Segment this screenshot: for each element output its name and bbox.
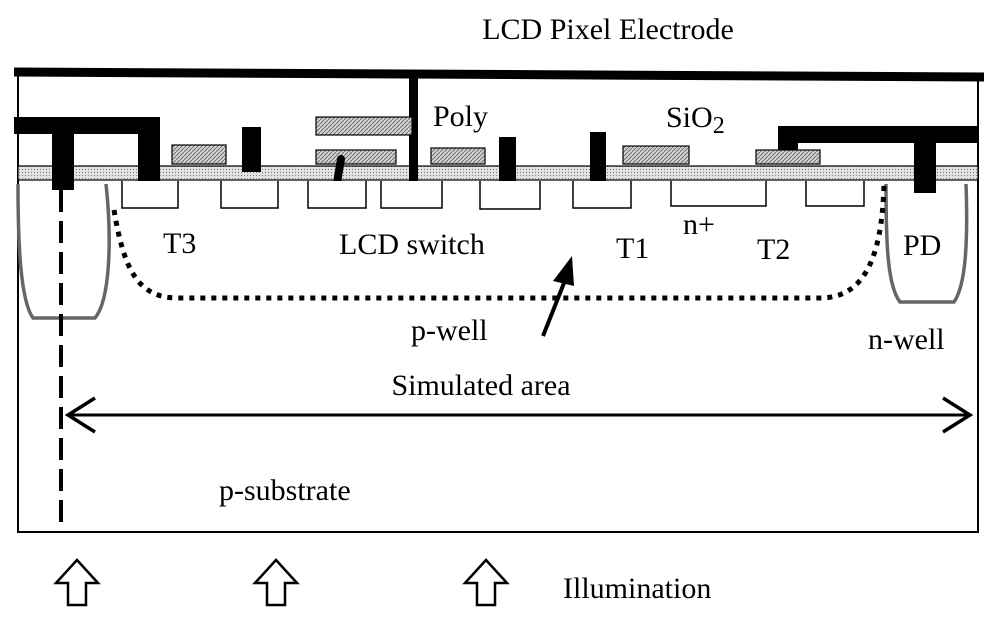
diffusion-5	[479, 181, 541, 210]
diffusion-2	[220, 181, 279, 209]
poly-gate-lcd-switch	[430, 147, 486, 165]
diffusion-1	[121, 181, 179, 209]
label-n-plus: n+	[683, 208, 715, 241]
right-metal-contact	[778, 126, 978, 193]
n-plus-diffusion	[670, 181, 767, 207]
diffusion-4	[380, 181, 443, 209]
label-p-well: p-well	[411, 314, 488, 347]
illumination-arrow-2	[252, 558, 300, 607]
label-poly: Poly	[433, 100, 488, 133]
illumination-arrow-3	[462, 558, 510, 607]
label-sio2-base: SiO	[666, 101, 713, 134]
poly-gate-t3	[171, 144, 227, 165]
label-sio2: SiO2	[666, 101, 725, 139]
oxide-layer	[17, 165, 979, 181]
metal-contact-1	[242, 127, 261, 172]
simulated-area-left-head	[64, 396, 96, 434]
label-illumination: Illumination	[563, 572, 711, 605]
poly-upper-plate	[315, 116, 413, 136]
p-well-pointer-arrowhead	[553, 256, 574, 286]
label-p-substrate: p-substrate	[219, 474, 351, 507]
poly-gate-t2	[755, 149, 821, 165]
p-well-boundary	[111, 183, 887, 301]
poly-lower-plate	[315, 149, 397, 165]
diffusion-8	[805, 181, 865, 207]
diffusion-3	[307, 181, 367, 209]
metal-contact-4	[590, 132, 606, 189]
right-n-well	[884, 183, 969, 304]
diffusion-6	[572, 181, 632, 209]
label-t1: T1	[616, 232, 649, 265]
poly-gate-t1	[622, 145, 690, 165]
left-n-well	[16, 183, 111, 320]
label-t3: T3	[163, 227, 196, 260]
lcd-switch-via	[409, 76, 418, 196]
label-pd: PD	[903, 229, 941, 262]
lcd-pixel-electrode	[13, 67, 985, 82]
label-sio2-subscript: 2	[713, 113, 725, 139]
label-lcd-switch: LCD switch	[339, 228, 485, 261]
illumination-arrow-1	[53, 558, 101, 607]
label-simulated-area: Simulated area	[391, 369, 570, 402]
device-outline	[17, 72, 979, 533]
label-n-well: n-well	[868, 323, 945, 356]
label-t2: T2	[757, 233, 790, 266]
simulated-area-right-head	[942, 396, 974, 434]
p-well-pointer-arrow	[541, 277, 568, 337]
diagram-title: LCD Pixel Electrode	[482, 13, 734, 46]
metal-contact-3	[499, 137, 516, 190]
